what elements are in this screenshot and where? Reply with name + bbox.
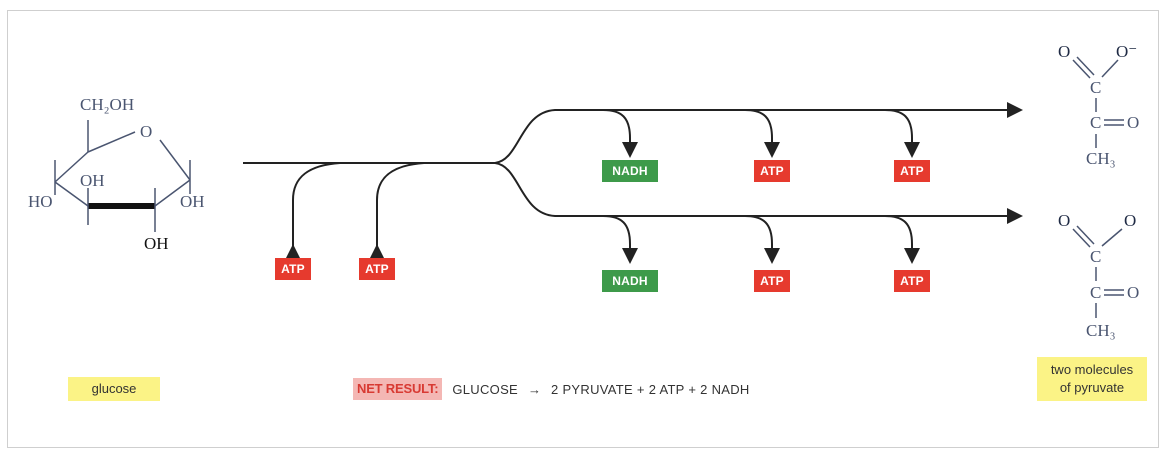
atp-input-curve-1 (285, 162, 341, 260)
double-bond (1076, 225, 1095, 245)
pyruvate-bottom-o-double: O (1127, 283, 1139, 302)
pyruvate-top-c2: C (1090, 113, 1101, 132)
upper-atp-badge-1: ATP (754, 160, 790, 182)
ring-bond (159, 139, 191, 181)
lower-branch-line (494, 162, 1023, 224)
pyruvate-bottom-o-left: O (1058, 211, 1070, 230)
oh-bottom-label: OH (144, 234, 169, 253)
lower-atp-arrow-2 (884, 215, 920, 264)
pyruvate-caption-line-2: of pyruvate (1059, 380, 1125, 395)
upper-atp-badge-2: ATP (894, 160, 930, 182)
ring-bond (54, 151, 89, 183)
upper-nadh-arrow (602, 109, 638, 158)
net-result-equation: NET RESULT: GLUCOSE → 2 PYRUVATE + 2 ATP… (353, 378, 750, 400)
ring-bond (154, 179, 191, 207)
ring-bond (87, 131, 136, 153)
double-bond (1072, 228, 1091, 248)
ho-left-label: HO (28, 192, 53, 211)
pyruvate-caption: two molecules of pyruvate (1037, 357, 1147, 401)
diagram-frame (7, 10, 1159, 448)
pyruvate-top-o-double: O (1127, 113, 1139, 132)
double-bond (1076, 56, 1095, 76)
single-bond (1101, 59, 1119, 78)
net-result-reactant: GLUCOSE (452, 381, 519, 397)
net-result-label: NET RESULT: (353, 378, 443, 400)
lower-nadh-badge: NADH (602, 270, 658, 292)
ring-oxygen-label: O (140, 122, 152, 141)
pyruvate-bottom-ch3: CH₃ (1086, 321, 1116, 340)
pathway-lines (243, 102, 1023, 264)
atp-input-curve-2 (369, 162, 425, 260)
pyruvate-top-c1: C (1090, 78, 1101, 97)
pyruvate-bottom-c1: C (1090, 247, 1101, 266)
atp-input-badge-1: ATP (275, 258, 311, 280)
upper-branch-line (494, 102, 1023, 164)
upper-nadh-badge: NADH (602, 160, 658, 182)
ch2oh-label: CH₂OH (80, 95, 134, 114)
net-result-products: 2 PYRUVATE + 2 ATP + 2 NADH (551, 381, 750, 397)
pyruvate-top-o-right: O⁻ (1116, 42, 1137, 61)
upper-atp-arrow-2 (884, 109, 920, 158)
atp-input-badge-2: ATP (359, 258, 395, 280)
pyruvate-top-o-left: O (1058, 42, 1070, 61)
lower-nadh-arrow (602, 215, 638, 264)
ring-bond (54, 181, 89, 207)
glucose-caption: glucose (68, 377, 160, 401)
single-bond (1101, 228, 1123, 247)
pyruvate-structure-bottom: O O C C O CH₃ (1058, 211, 1139, 340)
net-result-arrow: → (528, 381, 542, 397)
double-bond (1072, 59, 1091, 79)
pyruvate-caption-line-1: two molecules (1050, 362, 1134, 377)
pyruvate-bottom-o-right: O (1124, 211, 1136, 230)
oh-inner-label: OH (80, 171, 105, 190)
upper-atp-arrow-1 (744, 109, 780, 158)
oh-right-label: OH (180, 192, 205, 211)
glucose-structure: CH₂OH O OH HO OH OH (28, 95, 205, 253)
pyruvate-structure-top: O O⁻ C C O CH₃ (1058, 42, 1139, 168)
lower-atp-badge-1: ATP (754, 270, 790, 292)
lower-atp-badge-2: ATP (894, 270, 930, 292)
pyruvate-bottom-c2: C (1090, 283, 1101, 302)
lower-atp-arrow-1 (744, 215, 780, 264)
pyruvate-top-ch3: CH₃ (1086, 149, 1116, 168)
